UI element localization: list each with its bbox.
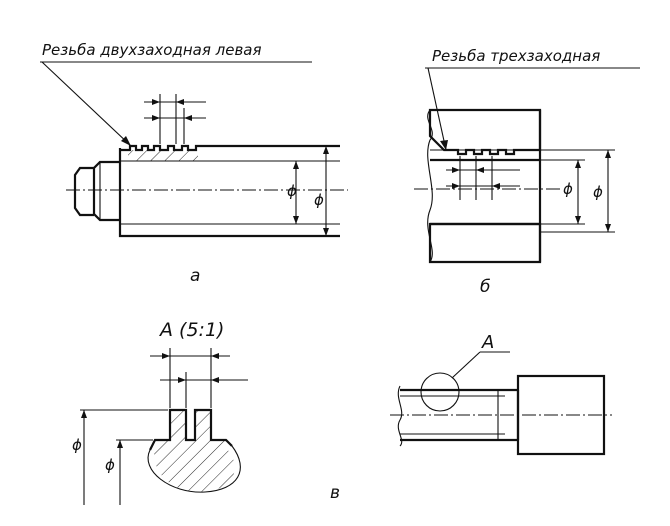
arrow-v2	[211, 353, 219, 359]
thread-crest-a	[120, 144, 340, 152]
arrow-b3	[452, 183, 460, 189]
detail-circle-callout	[420, 372, 460, 412]
caption-a: а	[190, 266, 200, 286]
figure-v-detail: A (5:1) ϕ ϕ в	[72, 319, 612, 505]
label-thread-triple: Резьба трехзаходная	[432, 47, 600, 65]
shaft-outline-a	[118, 148, 340, 238]
arrow-a1	[152, 99, 160, 105]
figure-b-internal-thread: Резьба трехзаходная ϕ	[414, 47, 640, 297]
break-line-v	[397, 385, 403, 447]
arrow-a6	[293, 216, 299, 224]
leader-arrow-a	[121, 136, 131, 146]
arrow-v4	[211, 377, 219, 383]
shaft-tip-a	[73, 166, 94, 217]
arrow-v6	[117, 440, 123, 448]
detail-break	[147, 445, 241, 493]
diameter-symbol-v1: ϕ	[72, 436, 82, 454]
arrow-b8	[605, 224, 611, 232]
callout-leader	[451, 351, 481, 379]
lower-wall-b	[428, 222, 542, 264]
figure-a-external-thread: Резьба двухзаходная левая ϕ	[40, 41, 348, 286]
arrow-v1	[162, 353, 170, 359]
diameter-symbol-v2: ϕ	[105, 456, 115, 474]
arrow-b2	[476, 167, 484, 173]
shaft-end-a	[92, 160, 120, 222]
arrow-b1	[452, 167, 460, 173]
arrow-b7	[605, 150, 611, 158]
caption-b: б	[480, 277, 490, 297]
arrow-a5	[293, 161, 299, 169]
diameter-symbol-a2: ϕ	[314, 191, 324, 209]
arrow-b6	[575, 216, 581, 224]
arrow-b4	[492, 183, 500, 189]
caption-v: в	[330, 483, 340, 503]
arrow-b5	[575, 160, 581, 168]
diameter-symbol-a1: ϕ	[287, 182, 297, 200]
label-thread-double-left: Резьба двухзаходная левая	[42, 41, 262, 59]
arrow-v3	[178, 377, 186, 383]
detail-hatch	[154, 410, 235, 492]
diameter-symbol-b2: ϕ	[593, 183, 603, 201]
arrow-a2	[176, 99, 184, 105]
arrow-a8	[323, 228, 329, 236]
arrow-a4	[184, 115, 192, 121]
diameter-symbol-b1: ϕ	[563, 180, 573, 198]
arrow-v5	[81, 410, 87, 418]
local-section-hatch-a	[128, 150, 198, 161]
detail-title: A (5:1)	[158, 319, 224, 341]
arrow-a3	[152, 115, 160, 121]
detail-profile	[149, 408, 233, 451]
leader-arrow-b	[440, 140, 448, 150]
callout-label: A	[481, 332, 494, 353]
arrow-a7	[323, 146, 329, 154]
leader-line-a	[41, 61, 132, 147]
break-line-b	[427, 109, 433, 263]
